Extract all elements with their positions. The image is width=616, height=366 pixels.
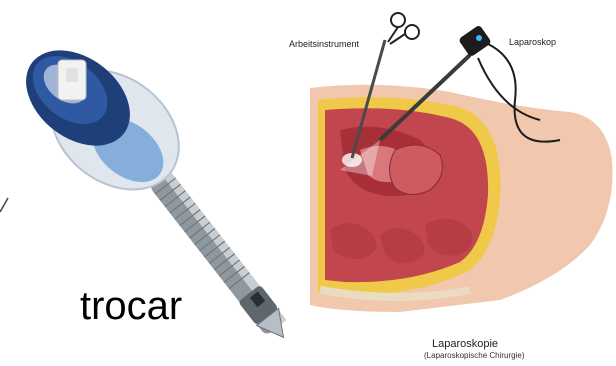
illustration-title: Laparoskopie [432,338,498,350]
laparoskop-label: Laparoskop [509,37,556,47]
illustration-subtitle: (Laparoskopische Chirurgie) [424,351,525,360]
trocar-label: trocar [80,286,182,326]
laparoscopy-illustration [300,13,616,330]
arbeitsinstrument-label: Arbeitsinstrument [289,39,359,49]
